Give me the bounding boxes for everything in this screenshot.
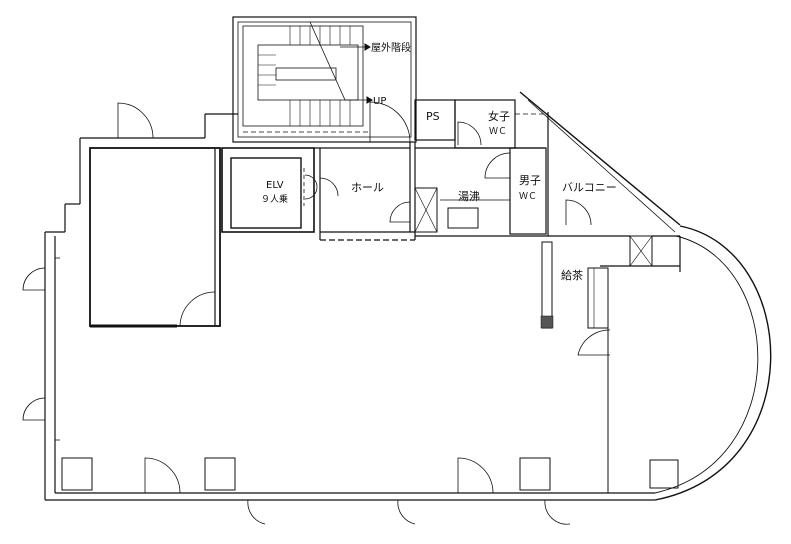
room-labels: 屋外階段 UP PS 女子 ＷＣ 男子 ＷＣ ELV ９人乗 ホール 湯沸 バル… [261, 41, 617, 282]
label-women-wc: ＷＣ [489, 127, 507, 137]
exterior-walls [44, 113, 655, 501]
label-hall: ホール [351, 181, 384, 194]
label-men-wc: ＷＣ [519, 192, 537, 202]
label-elv-capacity: ９人乗 [261, 193, 288, 205]
perimeter-doors [22, 102, 571, 525]
columns [61, 457, 679, 491]
label-ps: PS [426, 110, 440, 123]
stair-tower [232, 16, 417, 143]
label-pantry: 給茶 [561, 268, 583, 282]
label-balcony: バルコニー [562, 181, 617, 194]
core-walls [221, 99, 548, 241]
label-women: 女子 [488, 109, 510, 123]
label-up: UP [373, 96, 386, 107]
label-men: 男子 [519, 174, 541, 187]
label-elv: ELV [266, 180, 284, 191]
balcony-and-east-wing [519, 91, 772, 501]
label-outdoor-stairs: 屋外階段 [371, 41, 411, 54]
label-kitchenette: 湯沸 [458, 190, 480, 203]
